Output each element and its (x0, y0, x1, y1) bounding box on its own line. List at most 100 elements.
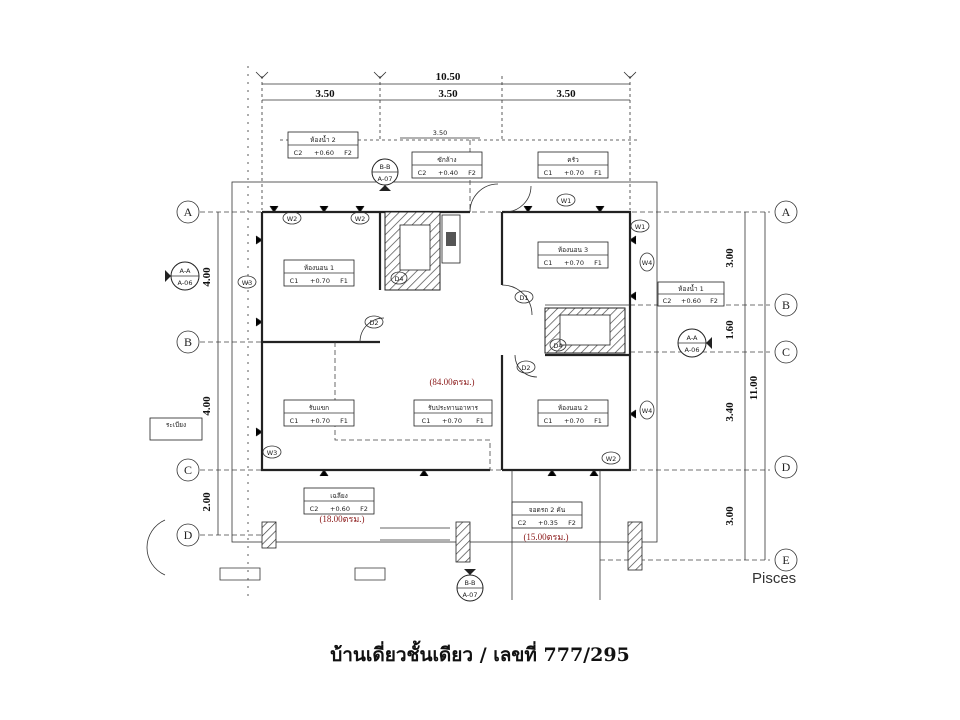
main-area-label: (84.00ตรม.) (429, 377, 474, 387)
room-ceiling-tag: C1 (544, 169, 553, 177)
section-ref: A-06 (685, 346, 700, 354)
room-ceiling-tag: C1 (290, 417, 299, 425)
room-tag-bathroom-1: ห้องน้ำ 1 C2 +0.60 F2 (657, 281, 725, 307)
room-tags: ห้องนอน 1 C1 +0.70 F1 ห้องนอน 3 C1 +0.70… (283, 131, 725, 529)
section-ref: A-06 (178, 279, 193, 287)
room-level: +0.70 (564, 417, 584, 425)
room-ceiling-tag: C2 (518, 519, 527, 527)
room-level: +0.70 (564, 169, 584, 177)
room-floor-tag: F2 (710, 297, 718, 305)
door-tag: D4 (394, 275, 403, 283)
overall-depth-label: 11.00 (748, 375, 760, 400)
wall-ticks (255, 205, 637, 477)
room-name: ซักล้าง (437, 156, 456, 164)
section-ref: A-07 (463, 591, 478, 599)
grid-label-left-c: C (184, 463, 192, 477)
room-name: ห้องนอน 3 (558, 246, 588, 254)
partial-room-name: ระเบียง (166, 421, 186, 429)
left-dim-1: 4.00 (201, 267, 213, 287)
right-grid-bubbles: A B C D E (774, 200, 798, 572)
section-marker-left: A-A A-06 (165, 261, 200, 291)
room-ceiling-tag: C2 (310, 505, 319, 513)
section-marker-bottom: B-B A-07 (456, 569, 484, 602)
left-dim-3: 2.00 (201, 492, 213, 512)
kitchen-width-label: 3.50 (433, 129, 447, 137)
room-level: +0.35 (538, 519, 558, 527)
section-label: B-B (379, 163, 390, 171)
room-level: +0.70 (564, 259, 584, 267)
room-level: +0.60 (330, 505, 350, 513)
room-tag-kitchen: ครัว C1 +0.70 F1 (537, 151, 609, 179)
grid-label-right-b: B (782, 298, 790, 312)
section-ref: A-07 (378, 175, 393, 183)
room-name: เฉลียง (330, 492, 348, 500)
window-tags: W2 W2 W1 W3 W1 W4 W4 W3 W2 (237, 193, 655, 465)
grid-label-right-a: A (782, 205, 791, 219)
room-name: รับประทานอาหาร (428, 404, 479, 412)
room-ceiling-tag: C1 (544, 417, 553, 425)
room-floor-tag: F2 (568, 519, 576, 527)
right-dim-2: 1.60 (724, 320, 736, 340)
room-name: ห้องน้ำ 1 (678, 284, 704, 293)
room-level: +0.60 (314, 149, 334, 157)
room-name: ห้องนอน 1 (304, 264, 334, 272)
left-dim-2: 4.00 (201, 396, 213, 416)
room-level: +0.70 (310, 277, 330, 285)
room-floor-tag: F1 (594, 169, 602, 177)
section-marker-top: B-B A-07 (371, 158, 399, 191)
left-dimension-chain: 4.00 4.00 2.00 (201, 212, 219, 535)
room-name: ครัว (567, 156, 579, 164)
room-ceiling-tag: C2 (418, 169, 427, 177)
grid-label-left-d: D (184, 528, 193, 542)
room-tag-bedroom-2: ห้องนอน 2 C1 +0.70 F1 (537, 399, 609, 427)
door-tag: D1 (519, 294, 528, 302)
right-dim-1: 3.00 (724, 248, 736, 268)
brand-watermark: Pisces (752, 570, 797, 587)
door-tag: D2 (369, 319, 378, 327)
room-floor-tag: F2 (468, 169, 476, 177)
room-ceiling-tag: C1 (544, 259, 553, 267)
room-tag-laundry: ซักล้าง C2 +0.40 F2 (411, 151, 483, 179)
bay-2-label: 3.50 (438, 88, 458, 100)
right-dim-4: 3.00 (724, 506, 736, 526)
left-grid-bubbles: A B C D (176, 200, 200, 547)
room-name: ห้องน้ำ 2 (310, 135, 336, 144)
drawing-caption: บ้านเดี่ยวชั้นเดียว / เลขที่ 777/295 (330, 644, 630, 666)
top-dimension-chain: 10.50 3.50 3.50 3.50 (255, 71, 637, 210)
room-tag-bedroom-1: ห้องนอน 1 C1 +0.70 F1 (283, 259, 355, 287)
right-dim-3: 3.40 (724, 402, 736, 422)
window-tag: W2 (287, 215, 298, 223)
left-arc-mark (146, 519, 166, 576)
room-level: +0.70 (442, 417, 462, 425)
room-level: +0.40 (438, 169, 458, 177)
section-label: A-A (687, 334, 699, 342)
room-tag-dining: รับประทานอาหาร C1 +0.70 F1 (413, 399, 493, 427)
grid-label-right-c: C (782, 345, 790, 359)
room-floor-tag: F1 (594, 417, 602, 425)
section-marker-right: A-A A-06 (677, 328, 712, 358)
window-tag: W4 (642, 407, 653, 415)
room-name: รับแขก (309, 404, 329, 412)
section-label: A-A (180, 267, 192, 275)
room-name: จอดรถ 2 คัน (529, 506, 566, 514)
room-tag-bathroom-2: ห้องน้ำ 2 C2 +0.60 F2 (287, 131, 359, 159)
window-tag: W1 (635, 223, 646, 231)
room-floor-tag: F1 (340, 277, 348, 285)
grid-label-left-a: A (184, 205, 193, 219)
room-floor-tag: F1 (340, 417, 348, 425)
site-boundary (231, 181, 658, 543)
room-floor-tag: F1 (476, 417, 484, 425)
room-tag-terrace: เฉลียง C2 +0.60 F2 (303, 487, 375, 515)
room-ceiling-tag: C2 (663, 297, 672, 305)
room-name: ห้องนอน 2 (558, 404, 588, 412)
door-tag: D2 (521, 364, 530, 372)
door-swings (359, 183, 538, 378)
window-tag: W3 (242, 279, 253, 287)
overall-width-label: 10.50 (436, 71, 461, 83)
window-tag: W2 (606, 455, 617, 463)
grid-label-left-b: B (184, 335, 192, 349)
bay-3-label: 3.50 (556, 88, 576, 100)
room-floor-tag: F1 (594, 259, 602, 267)
terrace-area-label: (18.00ตรม.) (319, 514, 364, 524)
